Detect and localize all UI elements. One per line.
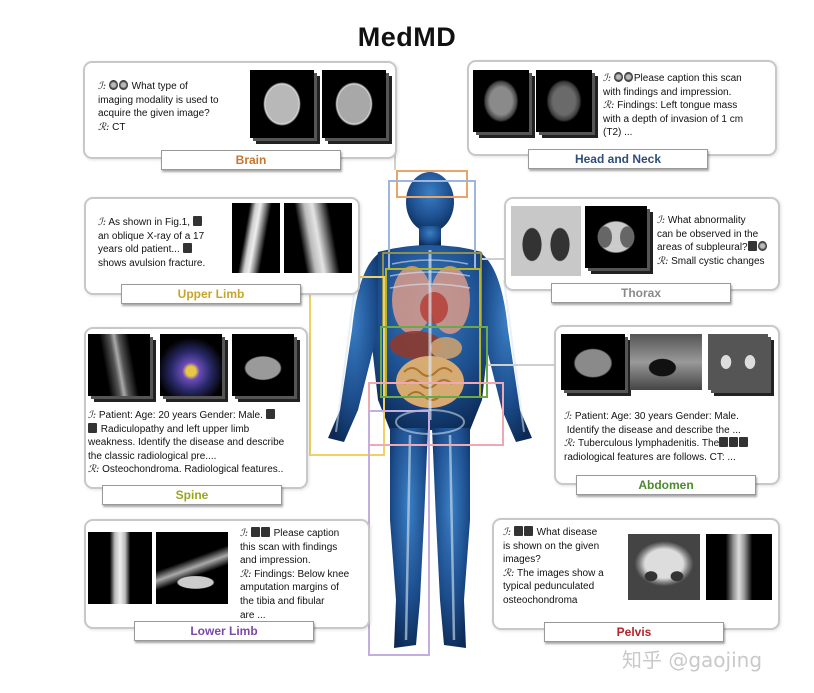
abdomen-thumbnail-icon bbox=[719, 437, 729, 448]
upper-limb-qa-text: ℐ: As shown in Fig.1, an oblique X-ray o… bbox=[98, 216, 206, 269]
figure-title: MedMD bbox=[357, 22, 457, 52]
brain-qa-text: ℐ: What type of imaging modality is used… bbox=[98, 80, 219, 133]
lower-limb-xray-image bbox=[88, 532, 152, 604]
upper-limb-thumbnail-icon bbox=[182, 243, 192, 254]
upper-limb-label: Upper Limb bbox=[121, 284, 301, 304]
lower-limb-thumbnail-icon bbox=[260, 527, 270, 537]
pelvis-thumbnail-icon bbox=[513, 526, 523, 536]
brain-ct-image bbox=[250, 70, 314, 138]
lower-limb-xray-image bbox=[156, 532, 228, 604]
brain-label: Brain bbox=[161, 150, 341, 170]
brain-ct-thumbnail-icon bbox=[108, 80, 118, 90]
pelvis-qa-text: ℐ: What disease is shown on the given im… bbox=[503, 526, 604, 606]
abdomen-thumbnail-icon bbox=[729, 437, 739, 448]
spine-mri-image bbox=[88, 334, 150, 396]
pelvis-xray-image bbox=[628, 534, 700, 600]
head-neck-thumbnail-icon bbox=[623, 72, 633, 82]
head-neck-mri-image bbox=[473, 70, 529, 132]
watermark: 知乎 @gaojing bbox=[622, 648, 763, 672]
lower-limb-thumbnail-icon bbox=[250, 527, 260, 537]
pelvis-thumbnail-icon bbox=[523, 526, 533, 536]
head-neck-thumbnail-icon bbox=[613, 72, 623, 82]
thorax-connector bbox=[482, 258, 506, 260]
abdomen-ct-image bbox=[561, 334, 625, 390]
thorax-qa-text: ℐ: What abnormality can be observed in t… bbox=[657, 214, 775, 268]
spine-qa-text: ℐ: Patient: Age: 20 years Gender: Male. … bbox=[88, 409, 285, 476]
thorax-thumbnail-icon bbox=[747, 241, 757, 252]
thorax-ct-image bbox=[585, 206, 647, 268]
head-neck-label: Head and Neck bbox=[528, 149, 708, 169]
lower-limb-label: Lower Limb bbox=[134, 621, 314, 641]
abdomen-label: Abdomen bbox=[576, 475, 756, 495]
brain-region-box bbox=[396, 170, 468, 198]
lower-limb-qa-text: ℐ: Please caption this scan with finding… bbox=[240, 527, 350, 621]
abdomen-thumbnail-icon bbox=[739, 437, 749, 448]
spine-label: Spine bbox=[102, 485, 282, 505]
brain-ct-thumbnail-icon bbox=[118, 80, 128, 90]
spine-ct-image bbox=[232, 334, 294, 396]
abdomen-qa-text: ℐ: Patient: Age: 30 years Gender: Male. … bbox=[564, 410, 774, 464]
head-neck-mri-image bbox=[536, 70, 592, 132]
pelvis-spine-xray-image bbox=[706, 534, 772, 600]
abdomen-region-box bbox=[380, 326, 488, 398]
pelvis-label: Pelvis bbox=[544, 622, 724, 642]
abdomen-coronal-ct-image bbox=[708, 334, 768, 390]
spine-thumbnail-icon bbox=[88, 422, 97, 433]
abdomen-connector bbox=[488, 364, 554, 366]
spine-thumbnail-icon bbox=[265, 409, 275, 419]
brain-ct-image bbox=[322, 70, 386, 138]
thorax-label: Thorax bbox=[551, 283, 731, 303]
spine-pet-image bbox=[160, 334, 222, 396]
upper-limb-xray-image bbox=[284, 203, 352, 273]
head-neck-qa-text: ℐ: Please caption this scan with finding… bbox=[603, 72, 744, 139]
thorax-thumbnail-icon bbox=[757, 241, 767, 252]
thorax-xray-image bbox=[511, 206, 581, 276]
abdomen-ultrasound-image bbox=[630, 334, 702, 390]
upper-limb-xray-image bbox=[232, 203, 280, 273]
lower-limb-region-box bbox=[368, 410, 430, 656]
upper-limb-thumbnail-icon bbox=[192, 216, 202, 226]
